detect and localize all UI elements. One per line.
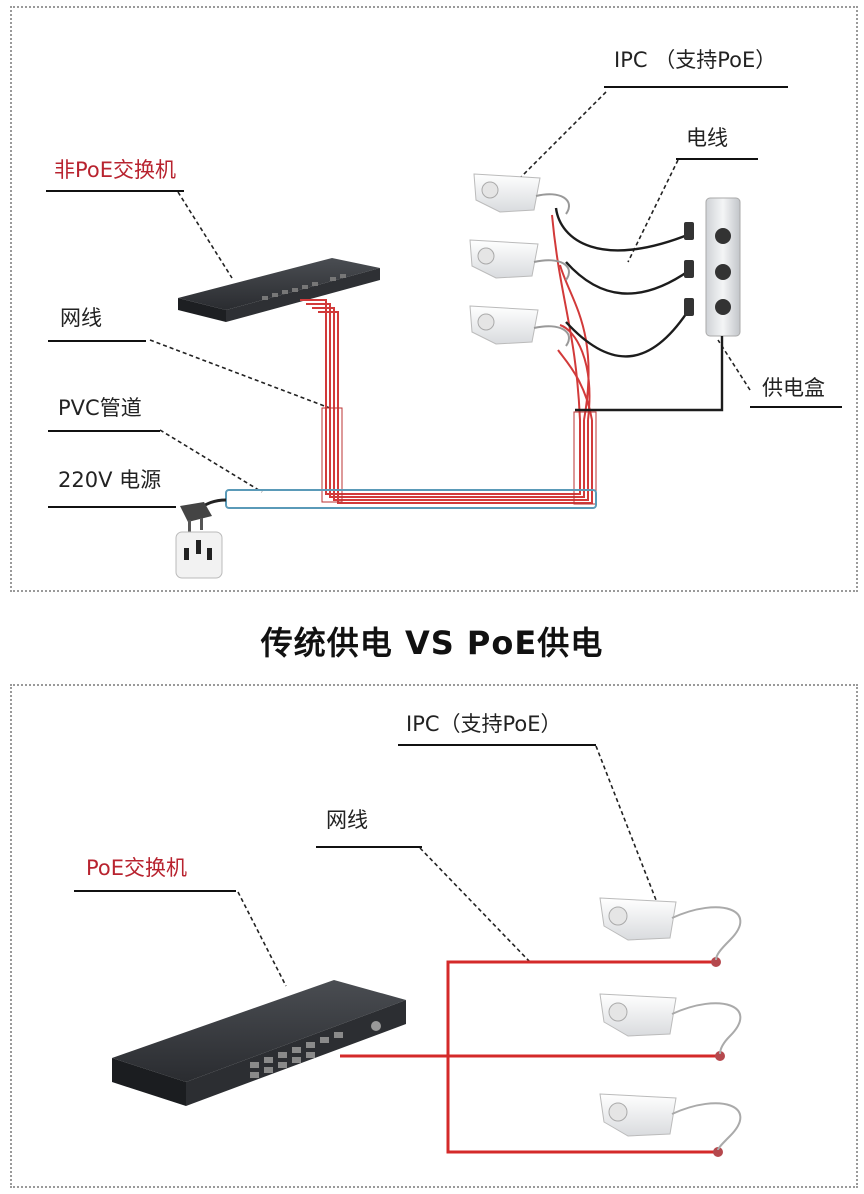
bottom-leader-lines xyxy=(237,745,657,987)
label-220v-power: 220V 电源 xyxy=(58,468,162,492)
traditional-power-panel xyxy=(10,6,858,592)
label-non-poe-switch: 非PoE交换机 xyxy=(54,158,177,182)
label-network-cable-bottom: 网线 xyxy=(326,808,368,832)
top-leader-lines xyxy=(149,91,751,493)
power-plug xyxy=(180,498,227,532)
underline-non-poe-switch xyxy=(46,190,184,192)
label-power-wire: 电线 xyxy=(686,126,728,150)
cable-connectors xyxy=(711,957,725,1157)
bottom-camera-2 xyxy=(599,993,742,1055)
label-pvc-pipe: PVC管道 xyxy=(58,396,142,420)
pipe-vertical-left xyxy=(321,407,343,503)
top-network-cables xyxy=(300,214,593,504)
underline-220v-power xyxy=(48,506,176,508)
underline-power-box xyxy=(750,406,842,408)
top-power-wires xyxy=(554,207,724,412)
non-poe-switch xyxy=(178,258,380,322)
bottom-camera-1 xyxy=(599,897,742,961)
label-power-box: 供电盒 xyxy=(762,376,825,400)
power-box xyxy=(705,197,741,337)
underline-network-cable-top xyxy=(48,340,146,342)
label-network-cable-top: 网线 xyxy=(60,306,102,330)
pipe-vertical-right xyxy=(573,411,597,505)
label-ipc-poe-top: IPC （支持PoE） xyxy=(614,48,777,72)
wall-socket xyxy=(175,531,223,579)
top-camera-1 xyxy=(473,173,570,215)
power-adapters xyxy=(684,222,694,316)
underline-ipc-bottom xyxy=(398,744,596,746)
top-camera-3 xyxy=(469,305,570,347)
underline-poe-switch xyxy=(74,890,236,892)
underline-network-cable-bottom xyxy=(316,846,422,848)
label-ipc-poe-bottom: IPC（支持PoE） xyxy=(406,712,562,736)
label-poe-switch: PoE交换机 xyxy=(86,856,188,880)
underline-ipc-top xyxy=(604,86,788,88)
page-title: 传统供电 VS PoE供电 xyxy=(260,624,604,662)
bottom-network-cables xyxy=(340,960,720,1154)
underline-pvc-pipe xyxy=(48,430,160,432)
underline-power-wire xyxy=(676,158,758,160)
top-camera-2 xyxy=(469,239,570,281)
poe-power-panel xyxy=(10,684,858,1188)
bottom-camera-3 xyxy=(599,1093,742,1151)
poe-switch xyxy=(112,980,406,1106)
